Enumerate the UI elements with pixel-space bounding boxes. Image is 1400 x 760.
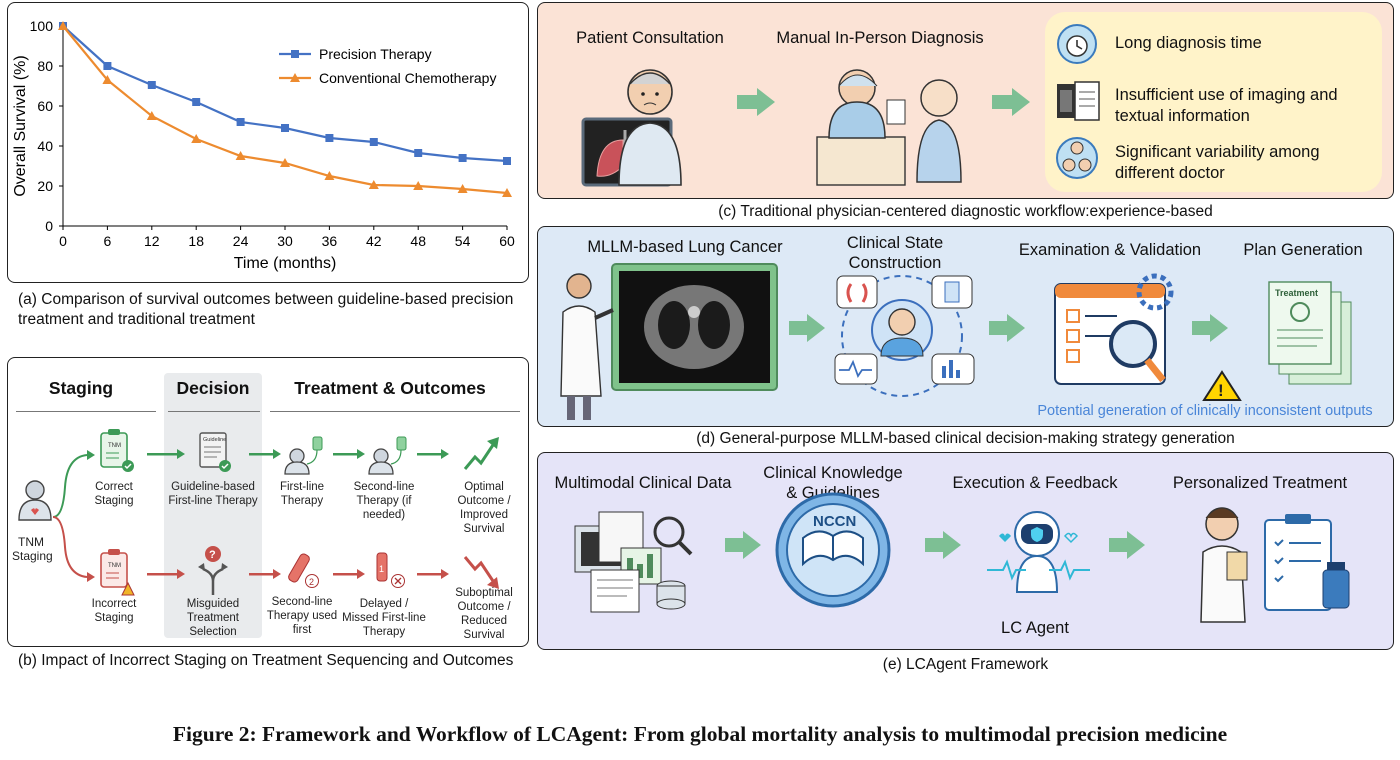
trend-down-icon — [465, 557, 499, 589]
y-tick-label: 100 — [30, 18, 54, 34]
x-tick-label: 30 — [277, 233, 293, 249]
survival-chart: 0 6 12 18 24 30 36 42 48 54 60 0 20 40 60 80 100Time (mo… — [7, 2, 529, 283]
legend-marker — [291, 50, 299, 58]
doctor-with-clipboard-icon — [1201, 508, 1349, 622]
issue-variability: Significant variability among different … — [1115, 142, 1375, 184]
data-point-conventional — [191, 134, 201, 143]
x-tick-label: 18 — [188, 233, 204, 249]
data-point-precision — [192, 98, 200, 106]
x-tick-label: 12 — [144, 233, 160, 249]
y-tick-label: 40 — [37, 138, 53, 154]
issue-imaging-text: Insufficient use of imaging and textual … — [1115, 85, 1375, 127]
panel-e-illustrations: NCCN — [537, 452, 1394, 650]
series-line-2 — [63, 26, 507, 193]
x-tick-label: 24 — [233, 233, 249, 249]
data-point-precision — [370, 138, 378, 146]
panel-b-caption: (b) Impact of Incorrect Staging on Treat… — [18, 651, 518, 671]
clock-icon — [1058, 25, 1096, 63]
label-first-line: First-line Therapy — [274, 480, 330, 508]
panel-e-caption: (e) LCAgent Framework — [537, 655, 1394, 675]
legend-label: Precision Therapy — [319, 46, 432, 62]
series-line-1 — [63, 26, 507, 161]
svg-text:!: ! — [1218, 381, 1224, 400]
vial-icon: 2 — [287, 553, 318, 588]
data-point-precision — [325, 134, 333, 142]
svg-text:TNM: TNM — [108, 443, 121, 449]
svg-text:Treatment: Treatment — [1275, 288, 1318, 298]
label-second-line-first: Second-line Therapy used first — [266, 595, 338, 637]
data-point-precision — [237, 118, 245, 126]
x-tick-label: 48 — [410, 233, 426, 249]
svg-text:1: 1 — [379, 564, 384, 574]
doctor-examining-icon — [817, 70, 961, 185]
data-point-precision — [414, 149, 422, 157]
label-optimal-outcome: Optimal Outcome / Improved Survival — [448, 480, 520, 536]
panel-a-caption: (a) Comparison of survival outcomes betw… — [18, 290, 528, 330]
issue-long-time: Long diagnosis time — [1115, 34, 1262, 53]
ct-screen-icon — [612, 264, 777, 390]
y-tick-label: 60 — [37, 98, 53, 114]
x-tick-label: 42 — [366, 233, 382, 249]
svg-text:Guideline: Guideline — [203, 437, 226, 443]
x-tick-label: 54 — [455, 233, 471, 249]
split-direction-icon: ? — [198, 546, 228, 595]
data-point-precision — [503, 157, 511, 165]
data-point-precision — [459, 154, 467, 162]
x-axis-label: Time (months) — [234, 255, 337, 272]
y-tick-label: 80 — [37, 58, 53, 74]
svg-text:NCCN: NCCN — [813, 513, 856, 530]
label-delayed-first-line: Delayed / Missed First-line Therapy — [340, 597, 428, 639]
warning-text: Potential generation of clinically incon… — [1020, 403, 1390, 419]
y-tick-label: 0 — [45, 218, 53, 234]
x-tick-label: 6 — [104, 233, 112, 249]
patient-iv-icon — [285, 437, 322, 474]
data-point-precision — [103, 62, 111, 70]
x-tick-label: 36 — [322, 233, 338, 249]
trend-up-icon — [465, 437, 499, 469]
label-correct-staging: Correct Staging — [82, 480, 146, 508]
warning-icon: ! — [1204, 372, 1240, 400]
panel-d-illustrations: Treatment ! — [537, 226, 1394, 427]
figure-caption: Figure 2: Framework and Workflow of LCAg… — [0, 722, 1400, 747]
label-second-line-if-needed: Second-line Therapy (if needed) — [346, 480, 422, 522]
workflow-arrow — [737, 88, 1030, 116]
patient-iv-icon — [369, 437, 406, 474]
panel-d-caption: (d) General-purpose MLLM-based clinical … — [537, 429, 1394, 449]
label-incorrect-staging: Incorrect Staging — [82, 597, 146, 625]
lc-agent-robot-icon — [987, 512, 1090, 592]
svg-text:TNM: TNM — [108, 563, 121, 569]
branch-arrow-incorrect — [53, 517, 87, 577]
clinical-state-hub-icon — [835, 276, 974, 396]
y-tick-label: 20 — [37, 178, 53, 194]
svg-text:?: ? — [209, 549, 216, 561]
lc-agent-label: LC Agent — [975, 618, 1095, 638]
patient-icon — [19, 481, 51, 520]
checklist-magnifier-icon — [1055, 276, 1171, 384]
x-tick-label: 60 — [499, 233, 515, 249]
doctors-group-icon — [1057, 138, 1097, 178]
nccn-guideline-badge: NCCN — [777, 494, 889, 606]
clipboard-warning-icon: TNM — [101, 549, 134, 595]
label-misguided-selection: Misguided Treatment Selection — [170, 597, 256, 639]
vial-icon: 1 — [377, 553, 405, 588]
panel-c-caption: (c) Traditional physician-centered diagn… — [537, 202, 1394, 222]
label-guideline-first-line: Guideline-based First-line Therapy — [164, 480, 262, 508]
clipboard-check-icon: TNM — [101, 429, 134, 472]
x-tick-label: 0 — [59, 233, 67, 249]
doctor-presenting-icon — [561, 274, 613, 420]
label-tnm-staging: TNM Staging — [12, 535, 50, 563]
film-document-icon — [1057, 82, 1099, 120]
svg-text:2: 2 — [309, 577, 314, 587]
treatment-documents-icon: Treatment — [1269, 282, 1351, 384]
y-axis-label: Overall Survival (%) — [12, 55, 29, 196]
data-point-precision — [281, 124, 289, 132]
multimodal-data-icon — [575, 512, 691, 612]
label-suboptimal-outcome: Suboptimal Outcome / Reduced Survival — [446, 586, 522, 642]
guideline-document-icon: Guideline — [200, 433, 231, 472]
legend-label: Conventional Chemotherapy — [319, 70, 496, 86]
data-point-precision — [148, 81, 156, 89]
